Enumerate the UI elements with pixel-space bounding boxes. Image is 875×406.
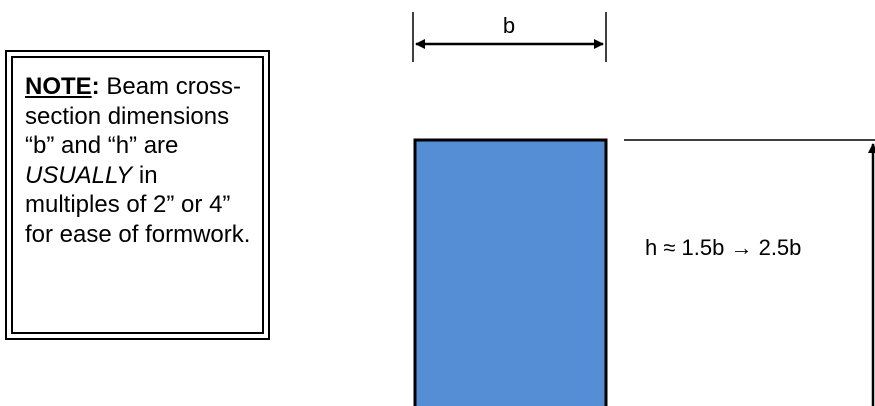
beam-rectangle <box>413 138 608 406</box>
note-emphasis: USUALLY <box>25 161 133 189</box>
note-heading: NOTE <box>25 73 92 100</box>
note-text-part-2: in multiples of 2” or 4” for ease of for… <box>25 161 251 248</box>
note-box: NOTE: Beam cross-section dimensions “b” … <box>5 50 270 340</box>
width-label: b <box>503 13 515 38</box>
height-label: h ≈ 1.5b → 2.5b <box>645 235 801 260</box>
note-colon: : <box>91 73 100 100</box>
note-text-part-1: Beam cross-section dimensions “b” and “h… <box>25 73 242 159</box>
note-text-block: NOTE: Beam cross-section dimensions “b” … <box>11 56 264 334</box>
